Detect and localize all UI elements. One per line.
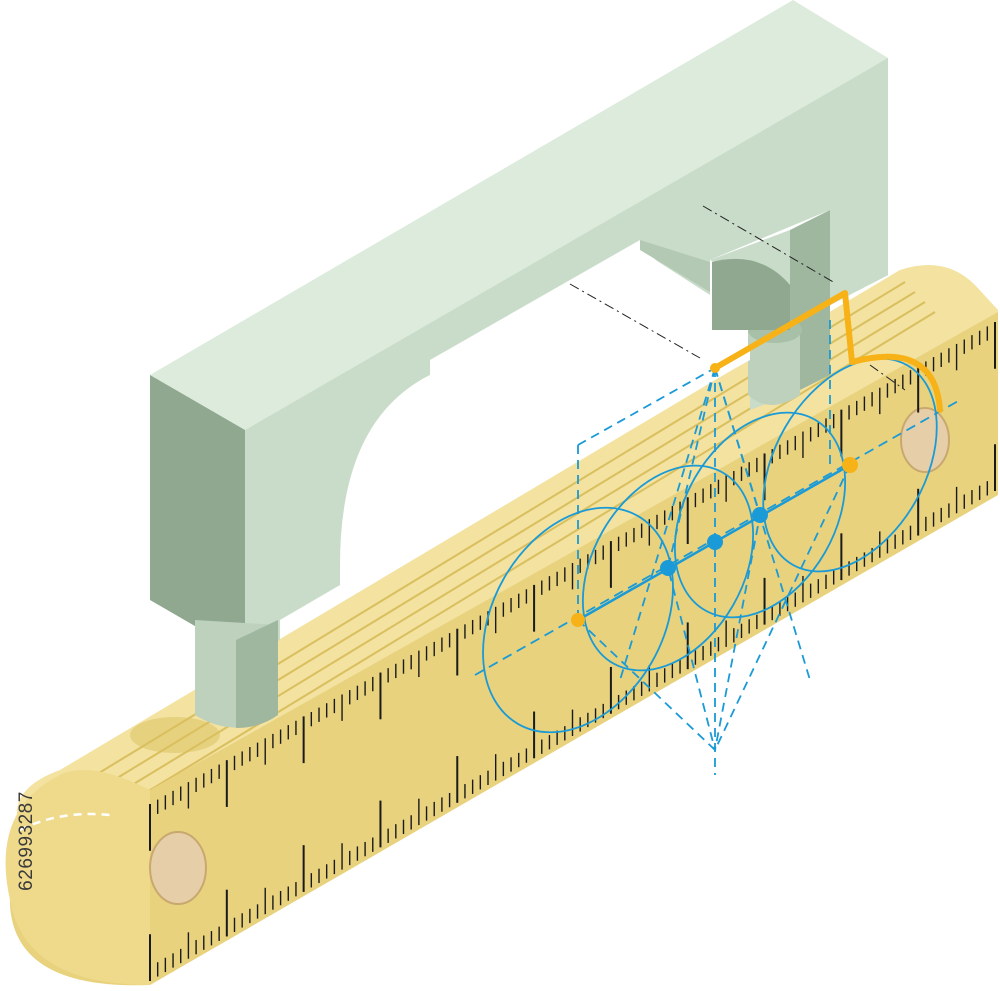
- construction-point-2: [707, 534, 723, 550]
- bracket-arch-opening: [340, 250, 750, 590]
- construction-ellipse-1: [482, 506, 674, 734]
- projection-guide-lines: [569, 205, 906, 391]
- bracket-left-end: [150, 375, 245, 655]
- ruler-rounded-end: [5, 770, 150, 985]
- bracket-left-foot-shade: [236, 620, 278, 728]
- construction-point-1: [660, 560, 676, 576]
- bracket-right-arch-shadow: [712, 258, 790, 330]
- bracket-front-face: [245, 58, 888, 655]
- ruler-front-face: [9, 312, 999, 986]
- construction-ellipse-2: [581, 464, 755, 672]
- stock-image-id: 626993287: [16, 791, 37, 891]
- gauge-bracket: [130, 0, 888, 753]
- construction-ellipse-4: [762, 357, 938, 573]
- bracket-top-surface: [150, 0, 888, 430]
- construction-point-3: [752, 507, 768, 523]
- highlight-point-top: [710, 363, 720, 373]
- highlight-path: [571, 290, 943, 627]
- highlight-point-right: [842, 457, 858, 473]
- bracket-foot-shadow: [130, 717, 220, 753]
- construction-ellipse-3: [673, 411, 847, 619]
- bracket-right-foot: [748, 330, 800, 405]
- construction-geometry: [474, 205, 961, 775]
- ruler-edge-highlight: [19, 812, 111, 832]
- ruler-rivet-hole-right: [900, 407, 950, 473]
- ruler-rivet-hole-left: [149, 831, 207, 905]
- highlight-point-left: [571, 613, 585, 627]
- bracket-arch-inner-top: [640, 240, 710, 292]
